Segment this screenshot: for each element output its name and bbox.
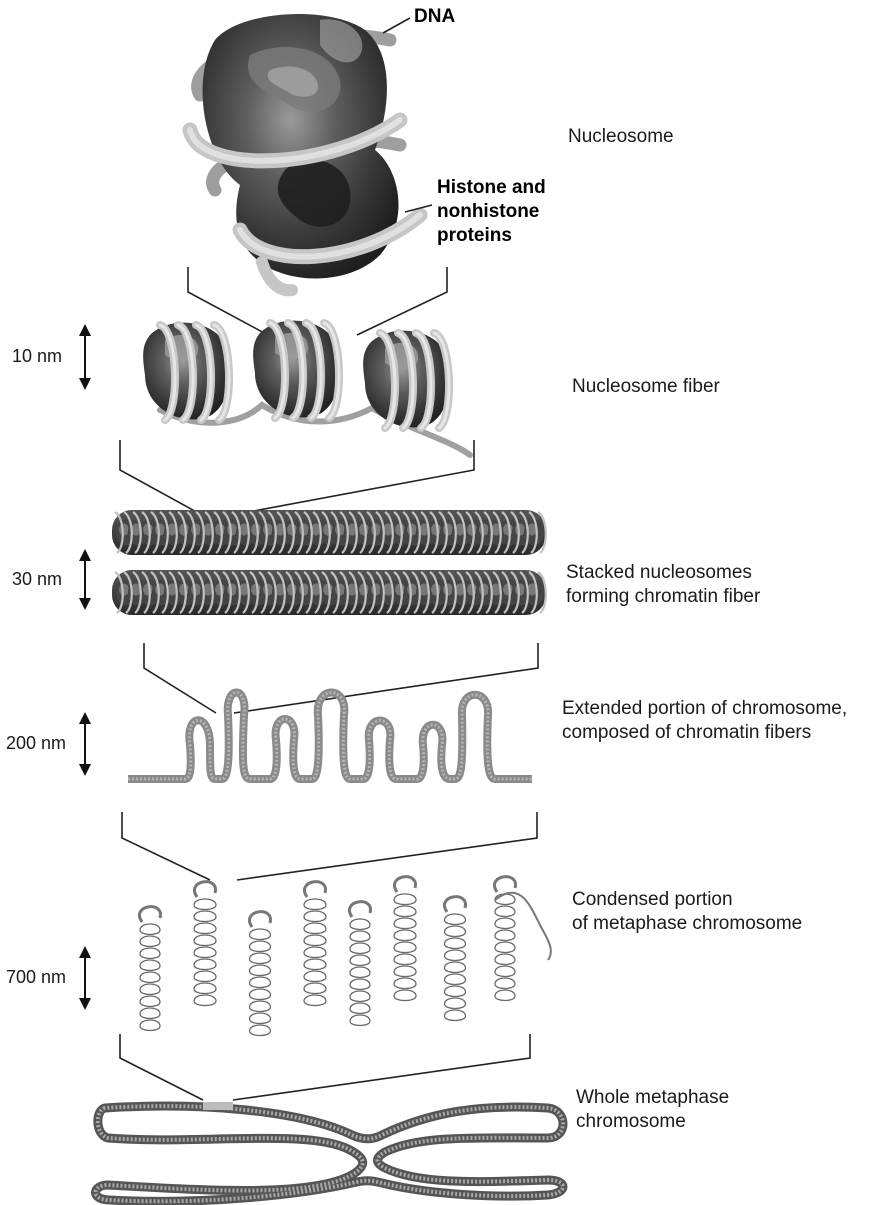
extended-label-line-1: Extended portion of chromosome, — [562, 697, 847, 721]
scale-label-700nm: 700 nm — [6, 967, 66, 988]
zoom-lines-4 — [122, 812, 537, 880]
fiber-nucleosome — [253, 321, 340, 418]
chromatin-30nm-fiber-illustration — [112, 510, 546, 615]
extended-portion-label: Extended portion of chromosome, composed… — [562, 697, 847, 745]
histone-label-line-2: nonhistone — [437, 200, 546, 224]
scale-arrow-700nm — [79, 946, 91, 1010]
scale-label-10nm: 10 nm — [12, 346, 62, 367]
dna-leader-line — [383, 18, 410, 33]
nucleosome-illustration — [190, 14, 420, 290]
scale-arrow-10nm — [79, 324, 91, 390]
zoom-lines-5 — [120, 1034, 530, 1100]
stacked-label-line-2: forming chromatin fiber — [566, 585, 760, 609]
histone-label: Histone and nonhistone proteins — [437, 176, 546, 248]
stacked-label-line-1: Stacked nucleosomes — [566, 561, 760, 585]
condensed-label-line-2: of metaphase chromosome — [572, 912, 802, 936]
nucleosome-fiber-label: Nucleosome fiber — [572, 375, 720, 399]
scale-arrow-200nm — [79, 712, 91, 776]
scale-label-30nm: 30 nm — [12, 569, 62, 590]
zoom-lines-2 — [120, 440, 474, 515]
nucleosome-fiber-illustration — [143, 321, 470, 455]
whole-label-line-1: Whole metaphase — [576, 1086, 729, 1110]
histone-label-line-1: Histone and — [437, 176, 546, 200]
condensed-portion-label: Condensed portion of metaphase chromosom… — [572, 888, 802, 936]
extended-chromosome-illustration — [128, 693, 532, 780]
condensed-label-line-1: Condensed portion — [572, 888, 802, 912]
fiber-nucleosome — [143, 323, 230, 420]
condensed-chromosome-illustration — [139, 877, 550, 1036]
scale-label-200nm: 200 nm — [6, 733, 66, 754]
histone-label-line-3: proteins — [437, 224, 546, 248]
metaphase-chromosome-illustration — [96, 1102, 564, 1201]
whole-chromosome-label: Whole metaphase chromosome — [576, 1086, 729, 1134]
stacked-nucleosomes-label: Stacked nucleosomes forming chromatin fi… — [566, 561, 760, 609]
dna-label: DNA — [414, 5, 455, 29]
extended-label-line-2: composed of chromatin fibers — [562, 721, 847, 745]
whole-label-line-2: chromosome — [576, 1110, 729, 1134]
nucleosome-label: Nucleosome — [568, 125, 674, 149]
scale-arrow-30nm — [79, 549, 91, 610]
